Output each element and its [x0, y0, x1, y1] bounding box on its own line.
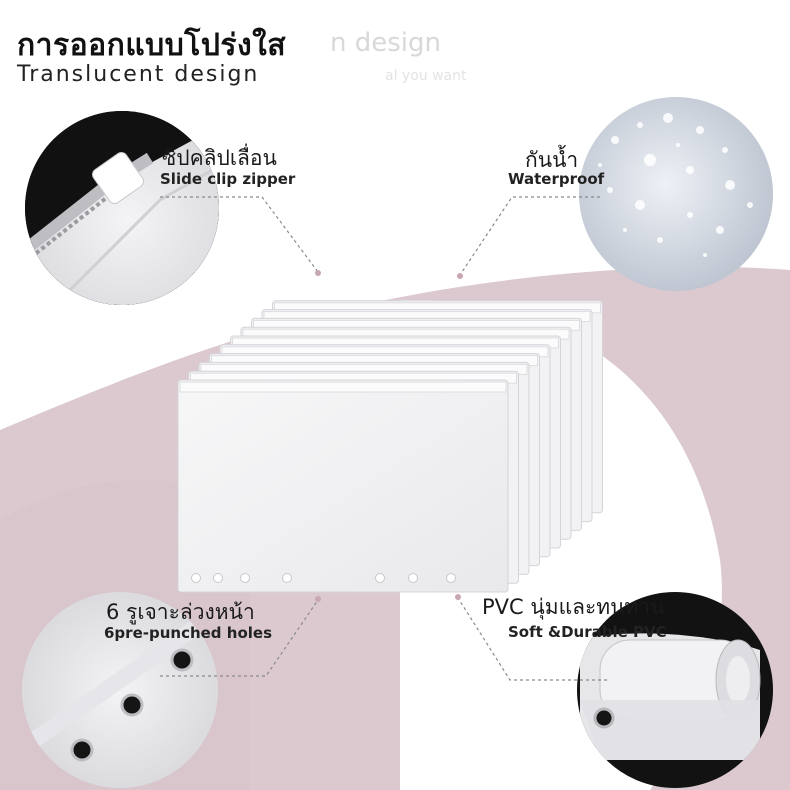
punched-hole [240, 573, 250, 583]
pvc-closeup-image [577, 592, 773, 788]
connector-lines [160, 196, 607, 681]
punched-hole [282, 573, 292, 583]
pocket-sheet [177, 379, 509, 593]
holes-label-english: 6pre-punched holes [104, 624, 272, 642]
holes-closeup-image [22, 592, 218, 788]
page-title-thai: การออกแบบโปร่งใส [17, 28, 287, 63]
waterproof-label-thai: กันน้ำ [525, 148, 579, 172]
zipper-closeup-image [25, 111, 219, 305]
zipper-label-thai: ซิปคลิปเลื่อน [162, 146, 277, 170]
pvc-label-english: Soft &Durable PVC [508, 623, 667, 641]
waterproof-label-english: Waterproof [508, 170, 605, 188]
punched-hole [375, 573, 385, 583]
binder-pockets-stack-image [177, 300, 603, 593]
holes-label-thai: 6 รูเจาะล่วงหน้า [106, 600, 255, 624]
ghost-subtitle-text: al you want [385, 68, 467, 84]
pvc-label-thai: PVC นุ่มและทนทาน [482, 595, 665, 619]
waterproof-closeup-image [579, 97, 773, 291]
punched-hole [408, 573, 418, 583]
punched-hole [213, 573, 223, 583]
punched-hole [446, 573, 456, 583]
punched-hole [191, 573, 201, 583]
zipper-label-english: Slide clip zipper [160, 170, 296, 188]
page-title-english: Translucent design [17, 62, 260, 87]
ghost-title-text: n design [330, 28, 441, 58]
